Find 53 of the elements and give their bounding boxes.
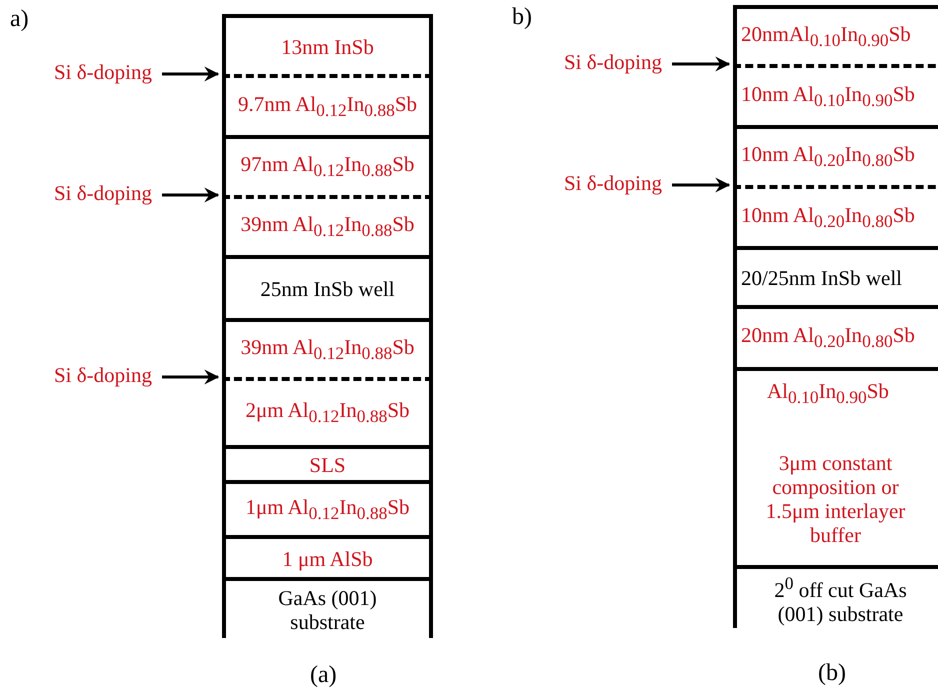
layer-label: 9.7nm Al$_{0.12}$In$_{0.88}$Sb: [238, 92, 418, 122]
arrow: [162, 188, 220, 202]
layer-box: [733, 5, 938, 65]
layer-box: [222, 480, 433, 536]
layer-box: [222, 195, 433, 256]
layer-box: [733, 185, 938, 247]
layer-box: [222, 445, 433, 481]
layer-label: 2$^{0}$ off cut GaAs (001) substrate: [773, 572, 908, 626]
layer-box: [733, 246, 938, 306]
layer-box: [733, 125, 938, 186]
layer-box: [222, 74, 433, 136]
layer-label: 10nm Al$_{0.20}$In$_{0.80}$Sb: [741, 142, 915, 173]
layer-label: SLS: [309, 453, 346, 477]
layer-box: [733, 305, 938, 368]
layer-label: 10nm Al$_{0.20}$In$_{0.80}$Sb: [741, 202, 915, 234]
layer-box: [733, 64, 938, 126]
layer-label: 25nm InSb well: [260, 277, 395, 301]
panel-label: a): [10, 6, 29, 33]
layer-box: [222, 577, 433, 638]
doping-label: Si δ-doping: [20, 363, 152, 388]
panel-label: b): [512, 4, 532, 31]
layer-label: Al$_{0.10}$In$_{0.90}$Sb: [767, 379, 889, 410]
layer-label: 1 μm AlSb: [282, 546, 373, 570]
arrow: [672, 56, 730, 72]
doping-label: Si δ-doping: [530, 171, 662, 196]
layer-label: 2μm Al$_{0.12}$In$_{0.88}$Sb: [245, 398, 410, 429]
layer-box: [733, 565, 938, 628]
layer-label: 39nm Al$_{0.12}$In$_{0.88}$Sb: [240, 212, 414, 243]
layer-label: 20nmAl$_{0.10}$In$_{0.90}$Sb: [741, 22, 911, 52]
layer-box: [222, 377, 433, 446]
arrow: [162, 66, 220, 82]
layer-label: 39nm Al$_{0.12}$In$_{0.88}$Sb: [240, 334, 414, 366]
layer-box: [733, 367, 938, 566]
layer-label: 13nm InSb: [281, 34, 374, 58]
layer-box: [222, 318, 433, 378]
layer-label: 20nm Al$_{0.20}$In$_{0.80}$Sb: [741, 323, 915, 354]
arrow: [672, 178, 730, 192]
doping-label: Si δ-doping: [20, 181, 152, 206]
layer-box: [222, 135, 433, 196]
layer-box: [222, 14, 433, 75]
layer-label: 10nm Al$_{0.10}$In$_{0.90}$Sb: [741, 82, 915, 112]
layer-label: 97nm Al$_{0.12}$In$_{0.88}$Sb: [240, 152, 414, 183]
arrow: [162, 370, 220, 384]
layer-label: 3μm constant composition or 1.5μm interlayer buffer: [764, 451, 906, 548]
layer-box: [222, 255, 433, 319]
layer-label: 1μm Al$_{0.12}$In$_{0.88}$Sb: [245, 494, 410, 526]
doping-label: Si δ-doping: [530, 50, 662, 75]
layer-box: [222, 535, 433, 578]
layer-label: GaAs (001) substrate: [277, 586, 378, 634]
caption: (a): [310, 662, 337, 689]
caption: (b): [818, 660, 846, 687]
doping-label: Si δ-doping: [20, 60, 152, 85]
layer-label: 20/25nm InSb well: [741, 266, 902, 290]
